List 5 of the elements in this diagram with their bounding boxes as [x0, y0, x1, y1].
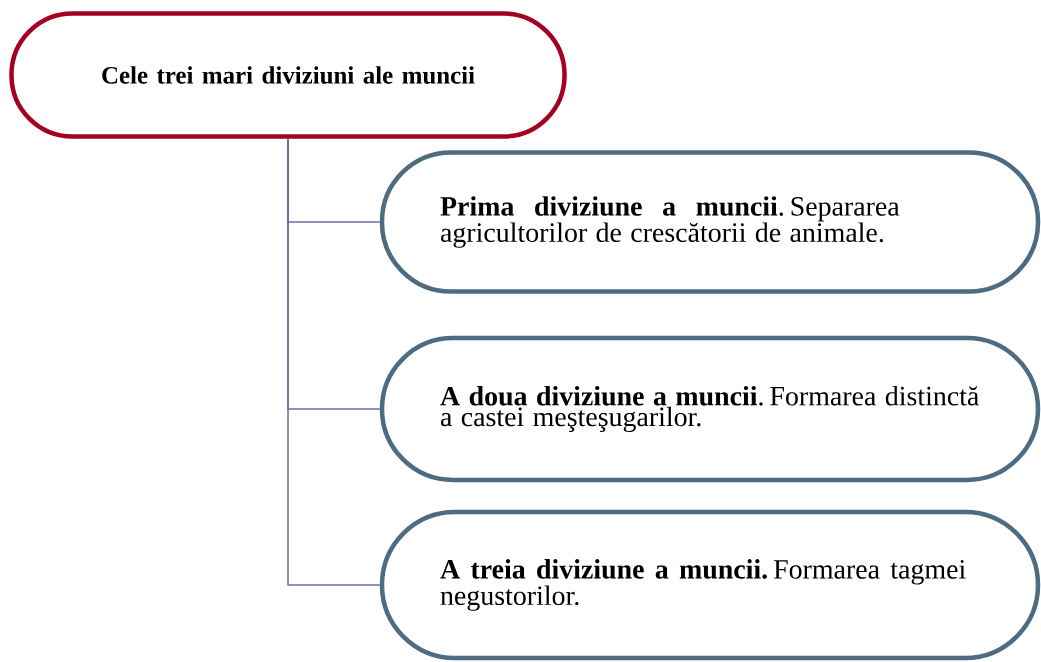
text-pill: Prima diviziune a muncii. Separarea agricultorilor de crescătorii de animale.: [379, 150, 1041, 294]
title-pill: Cele trei mari diviziuni ale muncii: [9, 11, 567, 139]
connector: [287, 138, 381, 586]
text-pill: A doua diviziune a muncii. Formarea distinctă a castei meşteşugarilor.: [379, 335, 1041, 483]
text-pill: A treia diviziune a muncii. Formarea tagmei negustorilor.: [379, 509, 1041, 661]
